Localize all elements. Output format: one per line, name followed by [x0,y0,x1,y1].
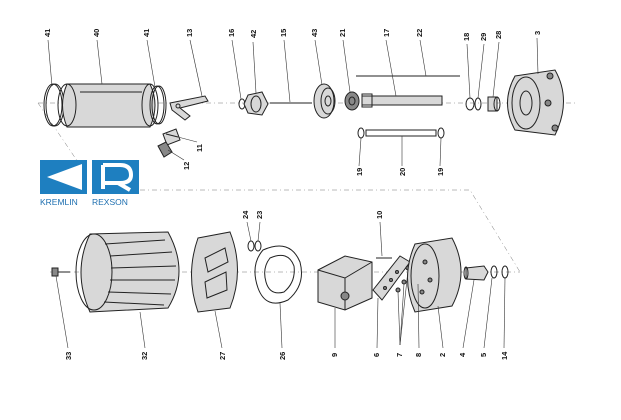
part-5-ring [490,265,498,279]
part-40-cylinder [57,83,159,128]
callout-12: 12 [182,162,191,170]
part-20-pin [365,129,437,137]
part-29-ring [474,97,482,111]
part-42-nut [243,91,269,116]
rexson-logo: REXSON [92,160,139,207]
callout-21: 21 [338,29,347,37]
part-27-gasket [191,231,238,313]
part-19-ring-right [437,127,445,139]
connector-axis-line [140,189,521,273]
kremlin-logo: KREMLIN [40,160,87,207]
callout-26: 26 [278,352,287,360]
callout-9: 9 [330,353,339,357]
callout-23: 23 [255,211,264,219]
callout-29: 29 [479,33,488,41]
callout-19-right: 19 [436,168,445,176]
kremlin-logo-text: KREMLIN [40,197,78,207]
callout-8: 8 [414,353,423,357]
part-24-washer [247,240,255,252]
part-23-washer [254,240,262,252]
callout-15: 15 [279,29,288,37]
part-18-ring [465,97,475,111]
callout-17: 17 [382,29,391,37]
leader-lines [47,37,539,349]
callout-43: 43 [310,29,319,37]
callout-6: 6 [372,353,381,357]
callout-41-left: 41 [43,29,52,37]
callout-10: 10 [375,211,384,219]
callout-22: 22 [415,29,424,37]
part-17-shaft [361,93,443,108]
callout-42: 42 [249,30,258,38]
part-3-end-cap [507,69,564,136]
callout-14: 14 [500,351,509,360]
callout-27: 27 [218,352,227,360]
part-2-flange [407,237,462,313]
part-26-gasket [254,245,302,304]
callout-16: 16 [227,29,236,37]
callout-41-right: 41 [142,29,151,37]
callout-19-left: 19 [355,168,364,176]
callout-18: 18 [462,33,471,41]
part-33-screw [51,267,70,277]
part-21-nut [344,91,360,111]
callout-5: 5 [479,353,488,357]
callout-3: 3 [533,31,542,35]
part-28-bushing [487,96,501,112]
callout-40: 40 [92,29,101,37]
part-4-nozzle [463,265,489,281]
part-9-valve-block [317,255,373,311]
part-32-finned-cover [75,231,180,313]
callout-32: 32 [140,352,149,360]
part-11-spring [162,128,181,146]
callout-20: 20 [398,168,407,176]
callout-13: 13 [185,29,194,37]
callout-33: 33 [64,352,73,360]
callout-28: 28 [494,31,503,39]
part-12-fitting [157,141,173,158]
part-43-piston [313,83,336,119]
part-19-ring-left [357,127,365,139]
callout-11: 11 [195,144,204,152]
part-41-oring-right [149,85,167,125]
part-13-lever [169,95,209,121]
part-6-plate [372,255,411,301]
callout-2: 2 [438,353,447,357]
rexson-logo-text: REXSON [92,197,128,207]
callout-labels: 41 40 41 13 16 42 15 43 21 17 22 18 29 2… [43,29,542,360]
callout-24: 24 [241,210,250,219]
callout-4: 4 [458,352,467,357]
callout-7: 7 [395,353,404,357]
